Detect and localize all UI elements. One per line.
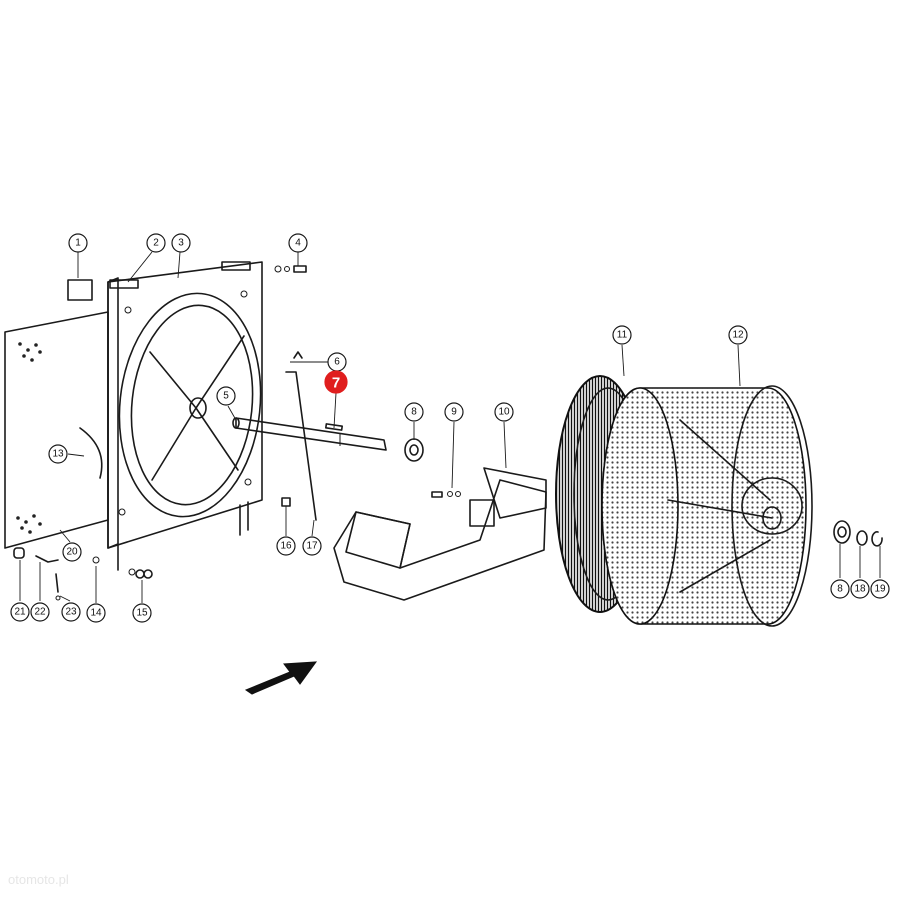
callout-19[interactable]: 19 <box>870 579 890 599</box>
callout-6-label: 6 <box>334 357 340 368</box>
callout-18-label: 18 <box>854 584 866 595</box>
bolt-9 <box>431 491 461 498</box>
callout-12[interactable]: 12 <box>728 325 748 345</box>
callout-23-label: 23 <box>65 607 77 618</box>
pin-set <box>55 573 61 601</box>
bearing-right <box>833 520 851 544</box>
callout-8-left[interactable]: 8 <box>404 402 424 422</box>
callout-23[interactable]: 23 <box>61 602 81 622</box>
strap <box>79 427 103 479</box>
callout-8-right-label: 8 <box>837 584 843 595</box>
callout-7[interactable]: 7 <box>324 370 348 394</box>
callout-2[interactable]: 2 <box>146 233 166 253</box>
callout-13[interactable]: 13 <box>48 444 68 464</box>
callout-14[interactable]: 14 <box>86 603 106 623</box>
callout-22-label: 22 <box>34 607 46 618</box>
clip <box>281 497 291 507</box>
callout-21-label: 21 <box>14 607 26 618</box>
washer-14 <box>92 556 100 564</box>
callout-9[interactable]: 9 <box>444 402 464 422</box>
callout-17[interactable]: 17 <box>302 536 322 556</box>
callout-2-label: 2 <box>153 238 159 249</box>
adjusting-rod <box>285 351 317 521</box>
callout-12-label: 12 <box>732 330 744 341</box>
callout-10[interactable]: 10 <box>494 402 514 422</box>
bolt <box>274 265 307 273</box>
bearing-left <box>404 438 424 462</box>
callout-22[interactable]: 22 <box>30 602 50 622</box>
fan-frame-housing <box>107 261 263 571</box>
cover-plate <box>67 279 93 301</box>
callout-5-label: 5 <box>223 391 229 402</box>
bracket <box>35 555 59 563</box>
trough-cover <box>333 467 547 601</box>
callout-1[interactable]: 1 <box>68 233 88 253</box>
callout-6[interactable]: 6 <box>327 352 347 372</box>
callout-8-right[interactable]: 8 <box>830 579 850 599</box>
leader-lines <box>19 251 881 603</box>
callout-3-label: 3 <box>178 238 184 249</box>
callout-11-label: 11 <box>617 330 628 341</box>
callout-18[interactable]: 18 <box>850 579 870 599</box>
callout-4[interactable]: 4 <box>288 233 308 253</box>
callout-10-label: 10 <box>498 407 510 418</box>
callout-13-label: 13 <box>52 449 64 460</box>
callout-8-left-label: 8 <box>411 407 417 418</box>
drive-shaft <box>232 417 387 451</box>
callout-3[interactable]: 3 <box>171 233 191 253</box>
callout-14-label: 14 <box>90 608 102 619</box>
callout-15[interactable]: 15 <box>132 603 152 623</box>
washer <box>856 530 868 546</box>
side-panel <box>4 311 109 549</box>
callout-1-label: 1 <box>75 238 81 249</box>
callout-19-label: 19 <box>874 584 886 595</box>
callout-16[interactable]: 16 <box>276 536 296 556</box>
callout-7-label: 7 <box>332 375 340 392</box>
nut-set <box>128 568 153 579</box>
circlip <box>871 531 883 547</box>
bushing <box>13 547 25 559</box>
callout-4-label: 4 <box>295 238 301 249</box>
callout-5[interactable]: 5 <box>216 386 236 406</box>
callout-21[interactable]: 21 <box>10 602 30 622</box>
callout-16-label: 16 <box>280 541 292 552</box>
direction-arrow <box>244 661 318 695</box>
callout-9-label: 9 <box>451 407 457 418</box>
callout-15-label: 15 <box>136 608 148 619</box>
sieve-drum <box>601 385 813 627</box>
callout-20[interactable]: 20 <box>62 542 82 562</box>
callout-11[interactable]: 11 <box>612 325 632 345</box>
callout-17-label: 17 <box>306 541 318 552</box>
callout-20-label: 20 <box>66 547 78 558</box>
watermark: otomoto.pl <box>8 872 69 887</box>
